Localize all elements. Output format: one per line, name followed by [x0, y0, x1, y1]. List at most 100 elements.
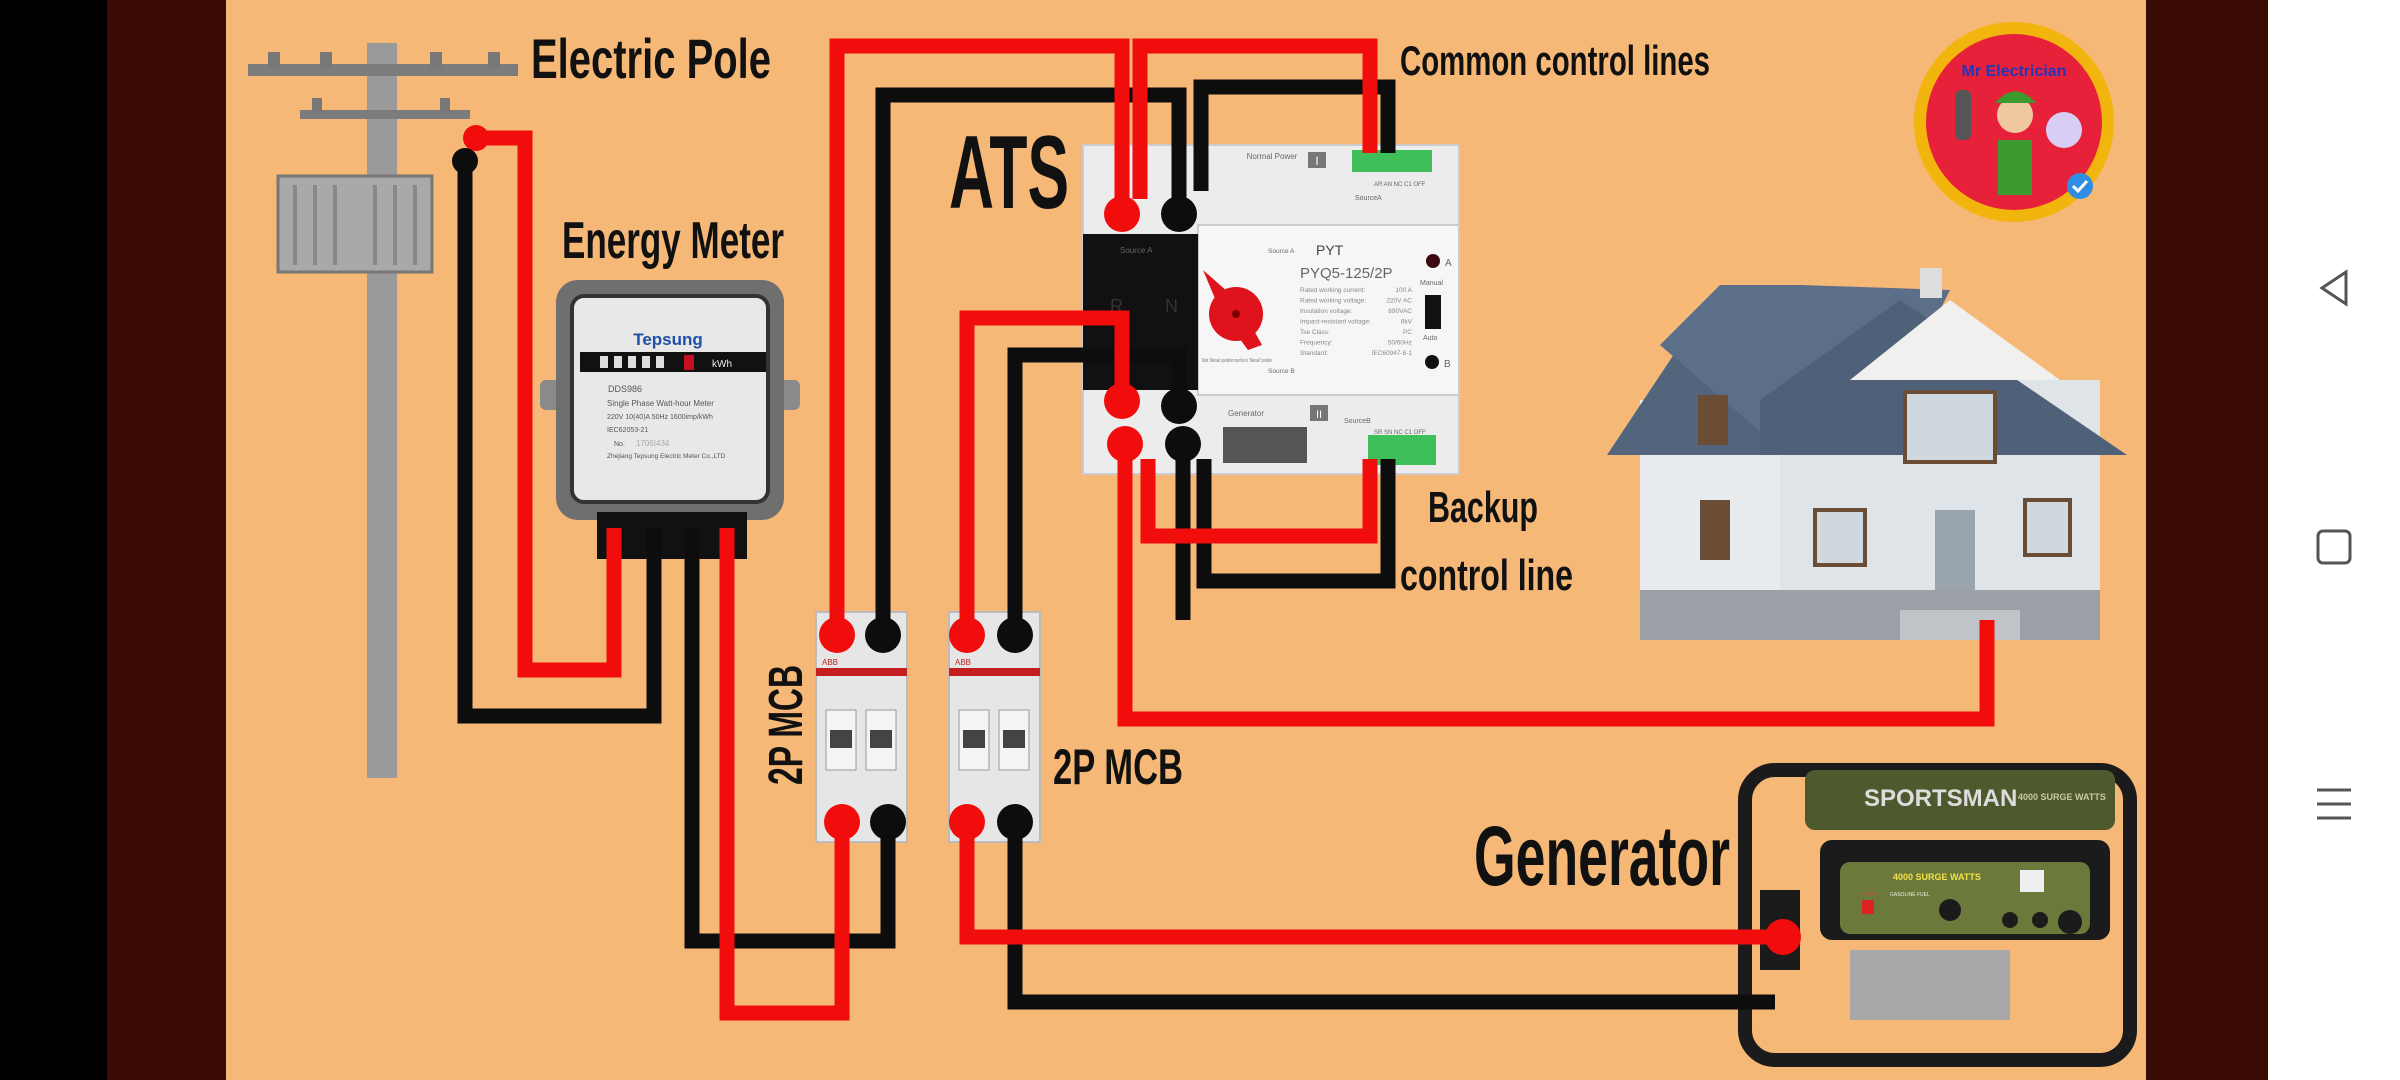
ats-switch-source-a: Source A [1268, 248, 1295, 255]
backup-control-line-label-2: control line [1400, 551, 1573, 600]
ats-auto-label: Auto [1423, 335, 1438, 342]
android-nav-bar [2268, 0, 2400, 1080]
ats-source-ii: II [1316, 409, 1322, 421]
back-button[interactable] [2314, 268, 2354, 308]
mcb-left-brand: ABB [822, 658, 838, 667]
ats-spec-table: Rated working current: 100 A Rated working… [1300, 287, 1413, 357]
ats-indicator-a-label: A [1445, 258, 1452, 269]
ats-indicator-b [1425, 355, 1439, 369]
ats-source-b-terminal-label: SourceB [1344, 418, 1371, 425]
wire-ats-to-house-live [1117, 444, 1995, 727]
ats-spec-value: 100 A [1395, 287, 1412, 294]
ats-label: ATS [949, 115, 1069, 231]
meter-rating: 220V 10(40)A 50Hz 1600imp/kWh [607, 414, 713, 421]
ats-source-a-block: Source A [1120, 246, 1153, 255]
left-letterbox [0, 0, 107, 1080]
wire-common-control-neutral [1193, 79, 1396, 191]
ats-brand: PYT [1316, 242, 1344, 258]
ats-n-label: N [1165, 296, 1178, 316]
generator-fuel: GASOLINE FUEL [1890, 892, 1930, 898]
recents-button[interactable] [2314, 784, 2354, 824]
ats-spec-value: PC [1403, 329, 1412, 336]
ats-switch-source-b: Source B [1268, 368, 1295, 375]
generator-surge-panel: 4000 SURGE WATTS [1893, 872, 1981, 882]
recents-menu-icon [2317, 788, 2351, 820]
ats-spec-key: Impact-resistant voltage: [1300, 319, 1371, 326]
meter-brand: Tepsung [633, 330, 703, 349]
backup-control-line-label-1: Backup [1428, 483, 1538, 532]
ats-device: Normal Power I SourceA AR AN NC C1 OFF S… [1082, 144, 1460, 475]
ats-spec-key: Insulation voltage: [1300, 308, 1353, 315]
meter-model: DDS986 [608, 384, 642, 394]
wire-common-control-live [1132, 38, 1378, 199]
energy-meter-label: Energy Meter [562, 212, 784, 270]
wire-pole-neutral [457, 161, 662, 724]
wire-backup-control-neutral [1196, 459, 1396, 589]
house [1607, 268, 2127, 640]
home-button[interactable] [2314, 527, 2354, 567]
ats-model: PYQ5-125/2P [1300, 265, 1393, 282]
electric-pole-label: Electric Pole [531, 27, 771, 90]
wire-mcb2-ats-live [959, 310, 1130, 635]
wire-backup-control-live [1140, 459, 1378, 544]
common-control-lines-label: Common control lines [1400, 37, 1710, 84]
wire-meter-out-neutral [684, 528, 896, 949]
generator-power-switch[interactable] [1862, 900, 1874, 914]
ats-manual-label: Manual [1420, 280, 1443, 287]
wire-meter-out-live [719, 528, 850, 1021]
generator-unit: SPORTSMAN 4000 SURGE WATTS 4000 SURGE WA… [1738, 763, 2137, 1067]
mcb-left-toggle-2[interactable] [870, 730, 892, 748]
energy-meter: Tepsung kWh DDS986 Single Phase Watt-hou… [540, 280, 800, 559]
channel-logo: Mr Electrician [1914, 22, 2114, 222]
bulb-icon [2046, 112, 2082, 148]
meter-serial-label: No. [614, 441, 625, 448]
wire-mcb1-ats-live [829, 38, 1130, 635]
right-side-bar [2146, 0, 2268, 1080]
ats-source-a-terminal-label: SourceA [1355, 195, 1382, 202]
back-triangle-icon [2319, 269, 2348, 307]
ats-normal-power: Normal Power [1247, 152, 1298, 161]
ats-terminals-b: SR SN NC C1 OFF [1374, 430, 1426, 436]
mcb-right-toggle-2[interactable] [1003, 730, 1025, 748]
mcb-left-toggle-1[interactable] [830, 730, 852, 748]
ats-indicator-b-label: B [1444, 359, 1451, 370]
ats-manual-auto-switch[interactable] [1425, 295, 1441, 329]
generator-label: Generator [1474, 809, 1730, 903]
generator-surge-top: 4000 SURGE WATTS [2018, 792, 2106, 802]
ats-spec-value: 8kV [1401, 319, 1413, 326]
plug-icon [1955, 90, 1971, 140]
mcb-right-brand: ABB [955, 658, 971, 667]
meter-type: Single Phase Watt-hour Meter [607, 399, 714, 408]
ats-spec-value: 690VAC [1388, 308, 1412, 315]
meter-serial: 1706I434 [636, 439, 670, 448]
terminal-dots [452, 125, 1801, 955]
ats-spec-key: Standard: [1300, 350, 1328, 357]
wire-generator-neutral [1007, 826, 1775, 1010]
ats-spec-key: Rated working current: [1300, 287, 1366, 294]
meter-maker: Zhejiang Tepsung Electric Meter Co.,LTD [607, 453, 726, 460]
wire-pole-live [476, 130, 622, 678]
ats-spec-key: Rated working voltage: [1300, 298, 1366, 305]
meter-standard: IEC62053-21 [607, 427, 648, 434]
ats-terminals-a: AR AN NC C1 OFF [1374, 182, 1426, 188]
live-wires [476, 38, 1995, 1021]
ats-spec-value: 220V AC [1386, 298, 1412, 305]
ats-indicator-a [1426, 254, 1440, 268]
ats-generator-label: Generator [1228, 409, 1264, 418]
ats-spec-value: IEC60947-6-1 [1372, 350, 1413, 357]
wire-mcb2-ats-neutral [1007, 347, 1187, 635]
wire-generator-live [959, 826, 1783, 945]
wire-mcb1-ats-neutral [875, 87, 1187, 635]
mcb-right-toggle-1[interactable] [963, 730, 985, 748]
home-square-icon [2316, 529, 2352, 565]
logo-text: Mr Electrician [1962, 63, 2067, 80]
ats-spec-key: Frequency: [1300, 340, 1333, 347]
mcb-left-label: 2P MCB [760, 665, 813, 785]
electric-pole [248, 43, 518, 778]
left-side-bar [107, 0, 226, 1080]
ats-spec-value: 50/60Hz [1388, 340, 1412, 347]
mcb-right-label: 2P MCB [1053, 739, 1183, 795]
ats-note: Note: Manual operation must be in "Manua… [1202, 358, 1272, 364]
ats-source-i: I [1315, 154, 1318, 168]
